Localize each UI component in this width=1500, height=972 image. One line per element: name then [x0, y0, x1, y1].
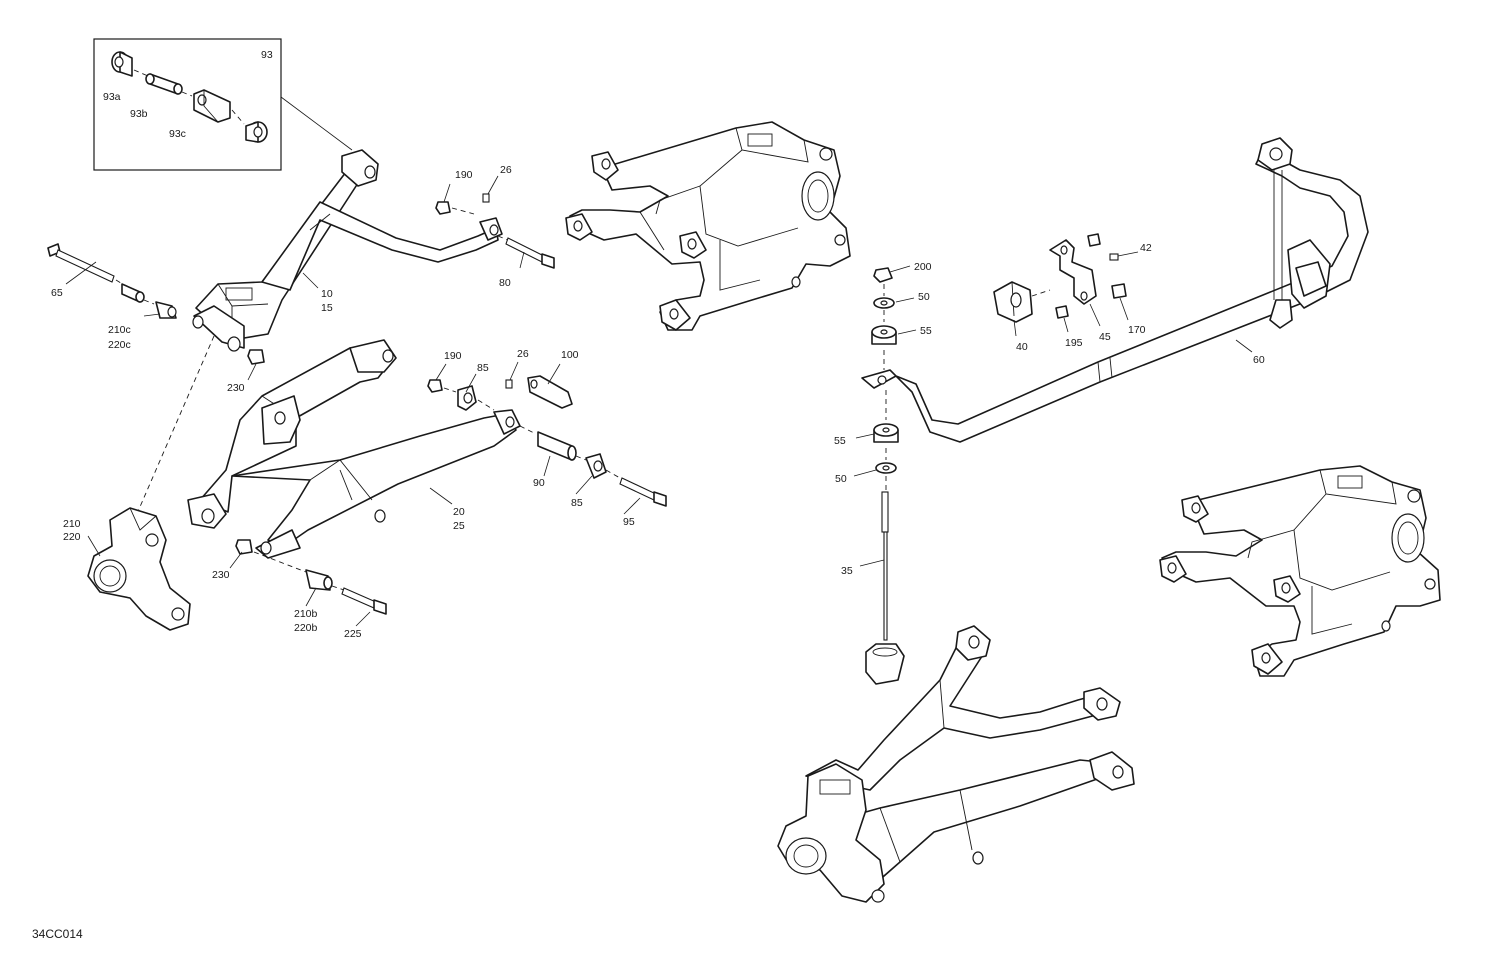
part-60-stabilizer-bar [861, 137, 1369, 443]
callout-50-bottom: 50 [835, 473, 847, 485]
callout-230-top: 230 [227, 382, 245, 394]
part-190-nut-top [435, 201, 451, 215]
part-nut-upper-45 [1087, 233, 1101, 247]
part-35-link-rod [865, 491, 905, 685]
callout-220b: 220b [294, 622, 318, 634]
callout-26-top: 26 [500, 164, 512, 176]
part-100-bracket [527, 375, 573, 409]
part-195-nut [1055, 305, 1069, 319]
callout-195: 195 [1065, 337, 1083, 349]
part-42-fitting [1109, 253, 1119, 261]
part-93a-bushing-2 [245, 121, 268, 143]
part-55-bushing-top [871, 325, 897, 345]
callout-90: 90 [533, 477, 545, 489]
part-210-knuckle [87, 507, 191, 631]
callout-85-right: 85 [571, 497, 583, 509]
part-85-bushing-left [457, 385, 477, 411]
part-50-washer-bottom [875, 462, 897, 474]
part-40-bushing [993, 281, 1033, 323]
callout-220: 220 [63, 531, 81, 543]
callout-225: 225 [344, 628, 362, 640]
leader-lines [65, 175, 1253, 627]
callout-labels: 93 93a 93b 93c 65 10 15 190 26 80 210c 2… [51, 49, 1265, 640]
callout-42: 42 [1140, 242, 1152, 254]
part-200-nut [873, 267, 893, 283]
callout-80: 80 [499, 277, 511, 289]
part-50-washer-top [873, 297, 895, 309]
callout-200: 200 [914, 261, 932, 273]
part-80-bolt [505, 237, 555, 269]
callout-25: 25 [453, 520, 465, 532]
part-210c-sleeve [121, 283, 145, 303]
inset-bushing-detail [93, 38, 353, 171]
part-20-lower-a-arm [187, 339, 521, 559]
part-93c-bracket [193, 89, 231, 123]
part-93b-sleeve [145, 73, 183, 95]
callout-220c: 220c [108, 339, 131, 351]
callout-60: 60 [1253, 354, 1265, 366]
callout-45: 45 [1099, 331, 1111, 343]
part-220c-bushing [155, 301, 177, 319]
callout-20: 20 [453, 506, 465, 518]
drawing-code: 34CC014 [32, 927, 83, 941]
part-65-bolt [47, 243, 115, 283]
callout-10: 10 [321, 288, 333, 300]
part-210b-sleeve [305, 569, 333, 591]
part-10-upper-a-arm [192, 149, 503, 352]
callout-190-top: 190 [455, 169, 473, 181]
part-93a-bushing [111, 51, 133, 77]
part-230-nut-bottom [235, 539, 253, 555]
part-230-nut-top [247, 349, 265, 365]
part-190-nut-mid [427, 379, 443, 393]
callout-55-bottom: 55 [834, 435, 846, 447]
callout-85-left: 85 [477, 362, 489, 374]
part-26-fitting-mid [505, 379, 513, 389]
callout-93c: 93c [169, 128, 186, 140]
callout-210: 210 [63, 518, 81, 530]
callout-93: 93 [261, 49, 273, 61]
part-170-bolt [1111, 283, 1127, 299]
callout-170: 170 [1128, 324, 1146, 336]
part-95-bolt [619, 477, 667, 507]
frame-assembly-right [1159, 465, 1441, 677]
callout-93b: 93b [130, 108, 148, 120]
callout-95: 95 [623, 516, 635, 528]
callout-26-mid: 26 [517, 348, 529, 360]
callout-50-top: 50 [918, 291, 930, 303]
callout-100: 100 [561, 349, 579, 361]
part-55-bushing-bottom [873, 423, 899, 443]
callout-210c: 210c [108, 324, 131, 336]
part-45-clamp-bracket [1049, 239, 1097, 305]
callout-210b: 210b [294, 608, 318, 620]
assembled-a-arms-bottom [777, 625, 1135, 903]
callout-65: 65 [51, 287, 63, 299]
callout-40: 40 [1016, 341, 1028, 353]
part-26-fitting-top [482, 193, 490, 203]
part-90-sleeve [537, 431, 577, 461]
callout-93a: 93a [103, 91, 121, 103]
callout-190-mid: 190 [444, 350, 462, 362]
callout-35: 35 [841, 565, 853, 577]
callout-230-bottom: 230 [212, 569, 230, 581]
part-85-bushing-right [585, 453, 607, 479]
callout-55-top: 55 [920, 325, 932, 337]
part-225-bolt [341, 587, 387, 615]
frame-assembly-top [565, 121, 851, 331]
callout-15: 15 [321, 302, 333, 314]
